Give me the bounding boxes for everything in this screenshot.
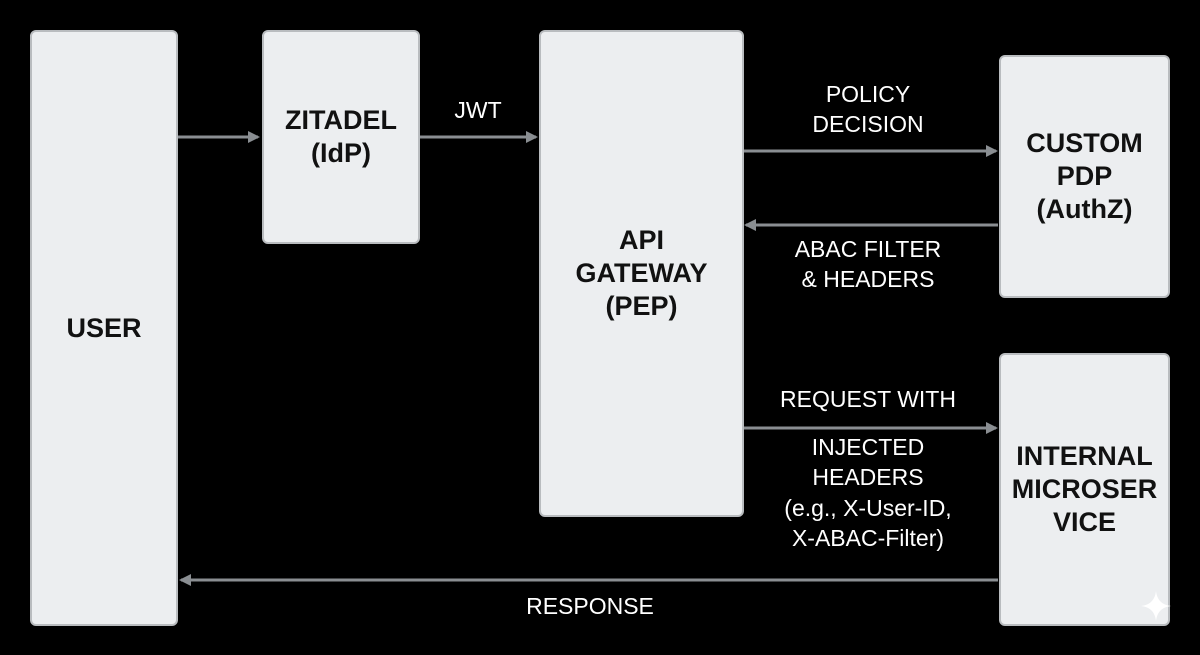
- internal-microservice-box: INTERNAL MICROSER VICE: [999, 353, 1170, 626]
- request-with-label: REQUEST WITH: [780, 386, 956, 412]
- injected-headers-label: INJECTED HEADERS (e.g., X-User-ID, X-ABA…: [784, 434, 952, 552]
- zitadel-idp-box: ZITADEL (IdP): [262, 30, 420, 244]
- custom-pdp-label: CUSTOM PDP (AuthZ): [1026, 128, 1143, 224]
- sparkle-icon: [1141, 591, 1171, 621]
- policy-decision-label: POLICY DECISION: [812, 81, 924, 138]
- zitadel-label: ZITADEL (IdP): [285, 105, 397, 168]
- api-gateway-box: API GATEWAY (PEP): [539, 30, 744, 517]
- api-gateway-label: API GATEWAY (PEP): [575, 225, 708, 321]
- user-label: USER: [66, 312, 142, 343]
- jwt-label: JWT: [454, 97, 502, 123]
- abac-filter-label: ABAC FILTER & HEADERS: [794, 236, 942, 293]
- response-label: RESPONSE: [526, 593, 654, 619]
- internal-microservice-label: INTERNAL MICROSER VICE: [1011, 441, 1158, 537]
- custom-pdp-box: CUSTOM PDP (AuthZ): [999, 55, 1170, 298]
- user-box: USER: [30, 30, 178, 626]
